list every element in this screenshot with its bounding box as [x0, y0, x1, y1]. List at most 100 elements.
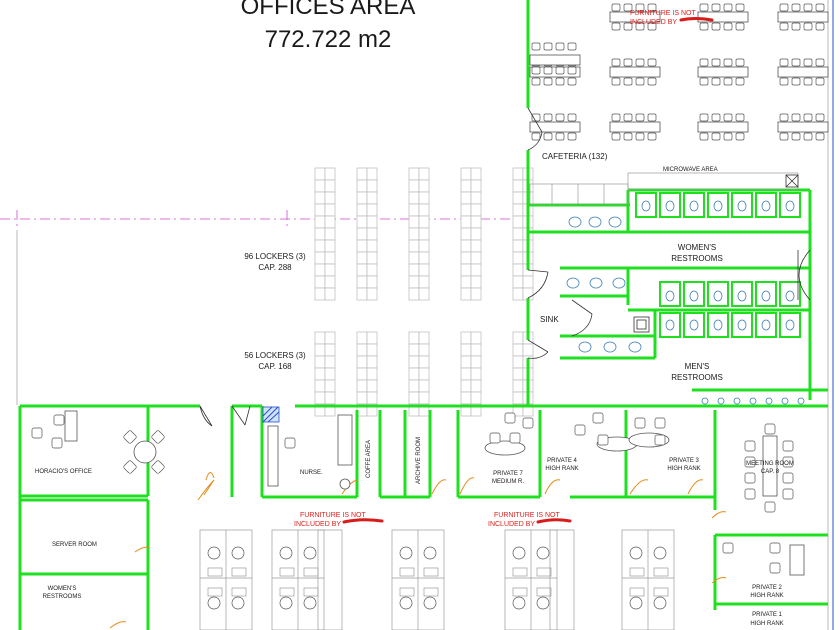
workstation-chair	[629, 546, 643, 560]
locker-cell	[366, 331, 378, 345]
workstation-desk	[303, 587, 319, 597]
locker-cell	[460, 215, 472, 229]
locker-cell	[512, 167, 524, 181]
cafeteria-chair	[735, 132, 745, 141]
locker-cell	[408, 263, 420, 277]
cafeteria-chair	[779, 77, 789, 86]
cafeteria-chair	[555, 77, 565, 86]
office-chair	[151, 460, 165, 474]
toilet	[665, 200, 675, 212]
locker-cell	[418, 391, 430, 405]
locker-cell	[460, 227, 472, 241]
workstation-chair	[512, 596, 526, 610]
cafeteria-chair	[723, 3, 733, 12]
cafeteria-table	[609, 121, 661, 133]
locker-cell	[460, 167, 472, 181]
private-1-label-1: PRIVATE 1	[752, 612, 782, 618]
locker-cell	[356, 167, 368, 181]
cafeteria-chair	[567, 66, 577, 75]
private-2-label-1: PRIVATE 2	[752, 585, 782, 591]
cafeteria-chair	[699, 113, 709, 122]
locker-cell	[408, 275, 420, 289]
office-chair	[597, 434, 609, 446]
cafeteria-chair	[735, 22, 745, 31]
meeting-room-label-2: CAP. 8	[761, 469, 780, 475]
cafeteria-chair	[779, 22, 789, 31]
locker-cell	[418, 287, 430, 301]
cafeteria-chair	[567, 77, 577, 86]
cafeteria-chair	[623, 22, 633, 31]
stall	[683, 192, 705, 218]
cafeteria-chair	[723, 113, 733, 122]
stall	[659, 192, 681, 218]
workstation-desk	[536, 587, 552, 597]
office-chair	[782, 488, 794, 500]
locker-cell	[356, 179, 368, 193]
workstations	[199, 529, 675, 630]
locker-cell	[460, 179, 472, 193]
cafeteria-chair	[711, 58, 721, 67]
locker-cell	[314, 239, 326, 253]
workstation-chair	[231, 546, 245, 560]
cafeteria-chair	[647, 113, 657, 122]
locker-cell	[366, 227, 378, 241]
cafeteria-walls	[526, 0, 828, 405]
locker-cell	[356, 355, 368, 369]
cafeteria-chair	[623, 132, 633, 141]
desk	[789, 544, 805, 576]
cafeteria-chair	[555, 113, 565, 122]
sink-basin	[566, 277, 580, 289]
locker-cell	[356, 391, 368, 405]
locker-cell	[512, 263, 524, 277]
locker-cell	[314, 215, 326, 229]
cafeteria-chair	[723, 77, 733, 86]
locker-cell	[470, 343, 482, 357]
private-4-label-1: PRIVATE 4	[547, 458, 577, 464]
cafeteria-table	[609, 66, 661, 78]
redaction-mark-right	[536, 518, 572, 524]
locker-cell	[522, 343, 534, 357]
workstation-chair	[207, 546, 221, 560]
cafeteria-chair	[623, 113, 633, 122]
workstation-desk	[303, 567, 319, 577]
locker-cell	[356, 239, 368, 253]
meeting-table	[762, 435, 778, 497]
locker-cell	[314, 227, 326, 241]
cafeteria-chair	[779, 58, 789, 67]
nurse-bed	[267, 425, 279, 487]
entrance-doors	[199, 405, 251, 427]
toilet	[761, 200, 771, 212]
cafeteria-chair	[647, 3, 657, 12]
urinal	[701, 397, 709, 405]
workstation-desk	[279, 567, 295, 577]
cafeteria-chair	[803, 113, 813, 122]
locker-cell	[324, 179, 336, 193]
office-chair	[574, 424, 586, 436]
cafeteria-chair	[723, 22, 733, 31]
office-chair	[522, 417, 534, 429]
workstation-chair	[399, 596, 413, 610]
locker-cell	[366, 203, 378, 217]
locker-cell	[408, 179, 420, 193]
cafeteria-chair	[611, 113, 621, 122]
locker-cell	[512, 215, 524, 229]
locker-cell	[470, 287, 482, 301]
stall	[731, 281, 753, 307]
locker-cell	[512, 355, 524, 369]
cafeteria-table	[529, 121, 581, 133]
office-chair	[744, 456, 756, 468]
locker-group-1-line-2: CAP. 288	[258, 263, 292, 272]
locker-cell	[418, 203, 430, 217]
office-furniture	[31, 410, 805, 576]
office-chair	[592, 412, 604, 424]
locker-cell	[324, 391, 336, 405]
locker-cell	[418, 191, 430, 205]
workstation-chair	[399, 546, 413, 560]
private-3-label-2: HIGH RANK	[667, 466, 700, 472]
office-chair	[782, 440, 794, 452]
office-walls	[18, 404, 828, 630]
cafeteria-chair	[635, 58, 645, 67]
office-chair	[509, 432, 521, 444]
toilet	[713, 319, 723, 331]
locker-cell	[324, 251, 336, 265]
